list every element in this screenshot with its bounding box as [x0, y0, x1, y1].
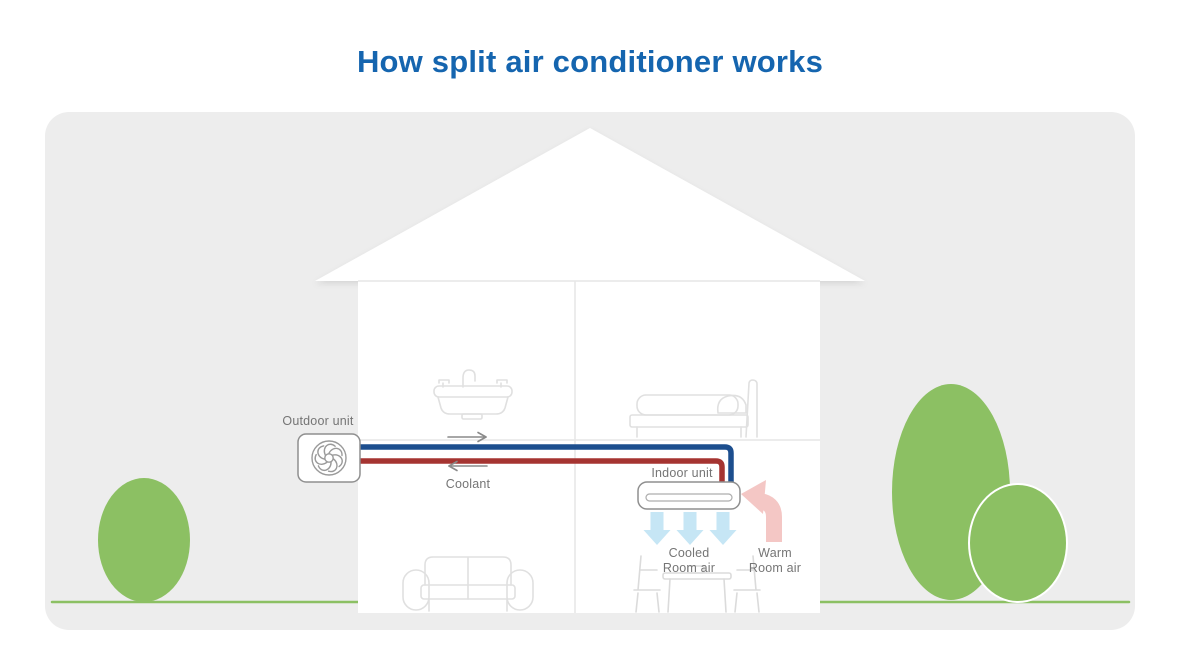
dining-table-icon: [633, 555, 761, 613]
page-title: How split air conditioner works: [356, 44, 824, 79]
warm-room-air-label: Warm Room air: [748, 546, 802, 575]
house-roof: [315, 128, 865, 281]
cooled-room-air-label: Cooled Room air: [662, 546, 716, 575]
indoor-unit-label: Indoor unit: [651, 466, 713, 480]
fan-icon: [311, 440, 347, 476]
cooled-air-down-arrow-icon: [643, 512, 737, 545]
outdoor-unit: [297, 433, 361, 483]
bed-icon: [629, 379, 758, 438]
sink-icon: [433, 369, 513, 420]
left-bush-shape: [98, 478, 190, 602]
pipe-return: [359, 458, 725, 489]
warm-air-bent-arrow-icon: [741, 480, 782, 542]
arrow-left-icon: [448, 460, 488, 472]
pipe-supply: [359, 444, 734, 489]
indoor-unit-vent: [645, 493, 733, 502]
indoor-unit: [637, 481, 741, 510]
sofa-icon: [402, 556, 534, 612]
coolant-label: Coolant: [445, 477, 491, 491]
outdoor-unit-label: Outdoor unit: [282, 414, 354, 428]
arrow-right-icon: [447, 431, 487, 443]
right-small-bush-shape: [968, 483, 1068, 603]
